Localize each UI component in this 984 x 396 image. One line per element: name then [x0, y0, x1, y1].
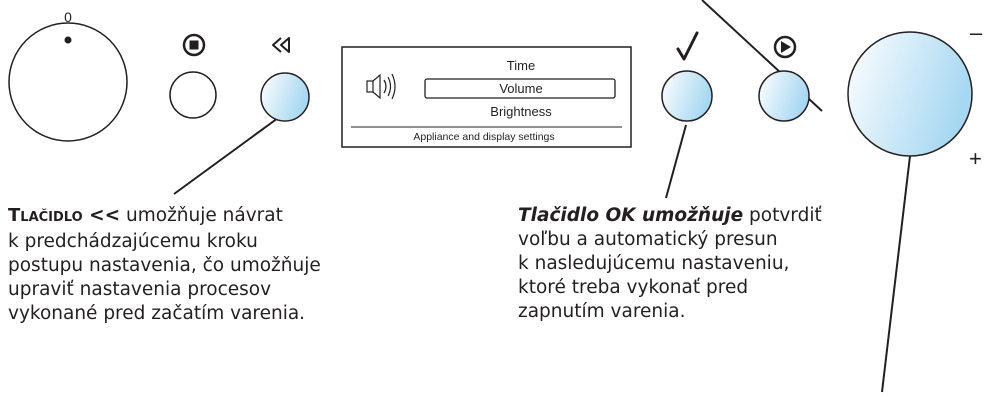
menu-item-volume[interactable]: Volume [499, 81, 542, 96]
knob[interactable] [8, 22, 128, 142]
knob-zero-label: 0 [64, 9, 72, 25]
menu-item-brightness[interactable]: Brightness [490, 104, 552, 119]
ok-callout-line-3: k nasledujúcemu nastaveniu, [518, 253, 790, 274]
stop-icon [182, 33, 206, 57]
start-button[interactable] [758, 70, 810, 122]
play-icon [773, 35, 797, 59]
back-button-callout: Tlačidlo << umožňuje návrat k predchádza… [8, 204, 321, 326]
back-callout-line-3: postupu nastavenia, čo umožňuje [8, 255, 321, 276]
speaker-icon [366, 73, 396, 100]
back-callout-line-1: Tlačidlo << umožňuje návrat [8, 205, 283, 226]
ok-callout-line-4: ktoré treba vykonať pred [518, 277, 749, 298]
display-footer: Appliance and display settings [413, 131, 554, 143]
leader-line-back [173, 117, 279, 195]
ok-callout-line-2: voľbu a automatický presun [518, 229, 778, 250]
dial-minus-label: – [970, 20, 983, 45]
ok-button-callout: Tlačidlo OK umožňuje potvrdiť voľbu a au… [518, 204, 822, 324]
stop-button[interactable] [169, 71, 217, 119]
dial-plus-label: + [969, 146, 982, 171]
back-callout-line-5: vykonané pred začatím varenia. [8, 303, 306, 324]
leader-line-dial [881, 155, 911, 393]
menu-selection-frame [424, 78, 616, 99]
ok-callout-title: Tlačidlo OK umožňuje [518, 205, 744, 226]
back-callout-line-4: upraviť nastavenia procesov [8, 279, 272, 300]
leader-line-ok [665, 124, 687, 199]
back-callout-title: Tlačidlo << [8, 205, 121, 226]
ok-callout-line-5: zapnutím varenia. [518, 301, 686, 322]
menu-item-time[interactable]: Time [507, 58, 535, 73]
knob-indicator-dot [64, 36, 72, 44]
ok-button[interactable] [661, 70, 713, 122]
control-dial[interactable] [847, 31, 973, 157]
ok-callout-line-1: Tlačidlo OK umožňuje potvrdiť [518, 205, 822, 226]
checkmark-icon [676, 31, 699, 61]
back-callout-line-2: k predchádzajúcemu kroku [8, 231, 258, 252]
rewind-icon [272, 37, 290, 53]
display-panel [341, 46, 632, 148]
back-button[interactable] [260, 72, 310, 122]
